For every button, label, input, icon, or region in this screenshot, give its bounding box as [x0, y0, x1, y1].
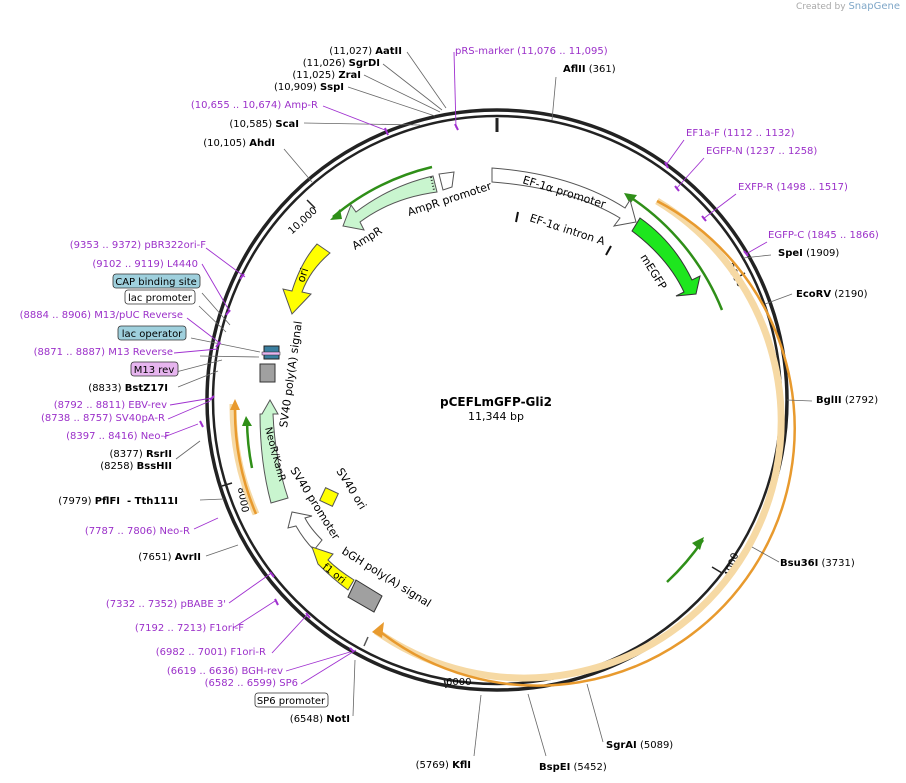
left-orf-arrowhead [230, 399, 240, 410]
label-sv40pa-r: (8738 .. 8757) SV40pA-R [41, 413, 165, 424]
label-bstz17i: (8833) BstZ17I [88, 383, 168, 394]
m13-rev-label: M13 rev [134, 365, 175, 376]
label-amp-r: (10,655 .. 10,674) Amp-R [191, 100, 318, 111]
label-ef1a-f: EF1a-F (1112 .. 1132) [686, 128, 795, 139]
ori-arrow[interactable] [282, 243, 331, 315]
lac-operator-box[interactable] [117, 325, 187, 341]
sp6-promoter-mark [363, 636, 369, 647]
ampr-arrow[interactable] [342, 175, 438, 231]
neor-arrow[interactable] [259, 398, 289, 504]
ef1a-intron-label: EF-1α intron A [528, 211, 607, 248]
sv40-ori-block[interactable] [319, 487, 339, 507]
left-labels: (11,027) AatII (11,026) SgrDI (11,025) Z… [20, 46, 471, 771]
label-sgrai: SgrAI (5089) [606, 740, 673, 751]
label-bgh-rev: (6619 .. 6636) BGH-rev [167, 666, 283, 677]
label-f1ori-f: (7192 .. 7213) F1ori-F [135, 623, 244, 634]
label-prs-marker: pRS-marker (11,076 .. 11,095) [455, 46, 608, 57]
cap-box[interactable] [112, 273, 201, 289]
green-arrow-right-head [624, 193, 637, 204]
label-scai: (10,585) ScaI [229, 119, 299, 130]
ef1a-promoter-arrow[interactable] [491, 167, 637, 227]
credit-prefix: Created by [796, 2, 846, 12]
tick-label-6000: 6000 [446, 677, 471, 688]
label-ecorv: EcoRV (2190) [796, 289, 868, 300]
lac-promoter-box[interactable] [124, 289, 196, 305]
green-arrow-left-head [242, 416, 252, 426]
green-arrow-bottom-head [692, 537, 704, 550]
boxed-labels: CAP binding site lac promoter lac operat… [112, 273, 329, 708]
label-spei: SpeI (1909) [778, 248, 839, 259]
primer-leader-lines [163, 51, 768, 685]
tick-label-10000: 10,000 [286, 205, 319, 237]
plasmid-size: 11,344 bp [468, 410, 524, 423]
plasmid-name: pCEFLmGFP-Gli2 [440, 395, 552, 409]
label-bsshii: (8258) BssHII [100, 461, 172, 472]
lac-promoter-label: lac promoter [128, 293, 193, 304]
sv40-polya-label: SV40 poly(A) signal [277, 320, 305, 428]
sv40-ori-label: SV40 ori [333, 466, 369, 512]
label-bspei: BspEI (5452) [539, 762, 607, 773]
leader-lines [175, 51, 813, 757]
label-sgrdi: (11,026) SgrDI [303, 58, 380, 69]
label-neo-f: (8397 .. 8416) Neo-F [66, 431, 170, 442]
label-neo-r: (7787 .. 7806) Neo-R [85, 526, 190, 537]
m13-rev-box[interactable] [130, 361, 179, 377]
label-bglii: BglII (2792) [816, 395, 878, 406]
primer-marks [199, 123, 749, 653]
label-egfp-c: EGFP-C (1845 .. 1866) [768, 230, 879, 241]
f1-ori-arrow[interactable] [311, 546, 355, 591]
green-arrow-top-head [330, 209, 342, 220]
green-arrow-top [332, 165, 433, 218]
polya-grey-block[interactable] [259, 363, 276, 383]
orf-arc-glow [373, 198, 785, 682]
label-exfp-r: EXFP-R (1498 .. 1517) [738, 182, 848, 193]
ef1a-intron-end-mark [605, 245, 612, 256]
label-aatii: (11,027) AatII [329, 46, 402, 57]
green-arrow-left [245, 419, 254, 469]
label-f1ori-r: (6982 .. 7001) F1ori-R [156, 647, 266, 658]
bgh-polya-block[interactable] [347, 579, 383, 613]
label-sspi: (10,909) SspI [274, 82, 344, 93]
label-m13-puc-reverse: (8884 .. 8906) M13/pUC Reverse [20, 310, 183, 321]
label-noti: (6548) NotI [290, 714, 350, 725]
orf-arc-arrowhead [372, 622, 384, 638]
right-labels: pRS-marker (11,076 .. 11,095) AflII (361… [455, 46, 879, 773]
orf-arc [377, 199, 796, 687]
label-kfli: (5769) KflI [416, 760, 471, 771]
label-m13-reverse: (8871 .. 8887) M13 Reverse [34, 347, 173, 358]
ampr-dotted [430, 176, 435, 191]
green-arrow-right [626, 193, 724, 311]
cap-label: CAP binding site [115, 277, 197, 288]
sv40-promoter-arrow[interactable] [287, 511, 323, 551]
label-rsrii: (8377) RsrII [110, 449, 172, 460]
megfp-arrow[interactable] [631, 217, 701, 297]
label-tth111i: - Tth111I [127, 496, 178, 507]
label-pbabe3: (7332 .. 7352) pBABE 3' [106, 599, 226, 610]
label-ebv-rev: (8792 .. 8811) EBV-rev [54, 400, 167, 411]
label-aflii: AflII (361) [563, 64, 616, 75]
sv40-polya-stripe [261, 351, 281, 356]
label-zrai: (11,025) ZraI [292, 70, 361, 81]
label-pbr322ori-f: (9353 .. 9372) pBR322ori-F [70, 240, 206, 251]
snapgene-logo: SnapGene [848, 1, 900, 12]
ampr-promoter-arrow[interactable] [438, 171, 455, 191]
label-bsu36i: Bsu36I (3731) [780, 558, 855, 569]
label-avrii: (7651) AvrII [138, 552, 201, 563]
sp6-promoter-label: SP6 promoter [257, 696, 326, 707]
sv40-promoter-label: SV40 promoter [287, 465, 342, 543]
label-l4440: (9102 .. 9119) L4440 [92, 259, 198, 270]
ef1a-intron-start-mark [515, 211, 519, 223]
label-sp6: (6582 .. 6599) SP6 [205, 678, 298, 689]
sp6-promoter-box[interactable] [254, 692, 329, 708]
label-egfp-n: EGFP-N (1237 .. 1258) [706, 146, 817, 157]
lac-operator-label: lac operator [122, 329, 183, 340]
label-ahdi: (10,105) AhdI [203, 138, 275, 149]
label-pflfi: (7979) PflFI [58, 496, 120, 507]
snapgene-credit: Created by SnapGene [796, 1, 900, 12]
left-orf-arc [233, 407, 258, 515]
ori-label: ori [294, 266, 311, 284]
